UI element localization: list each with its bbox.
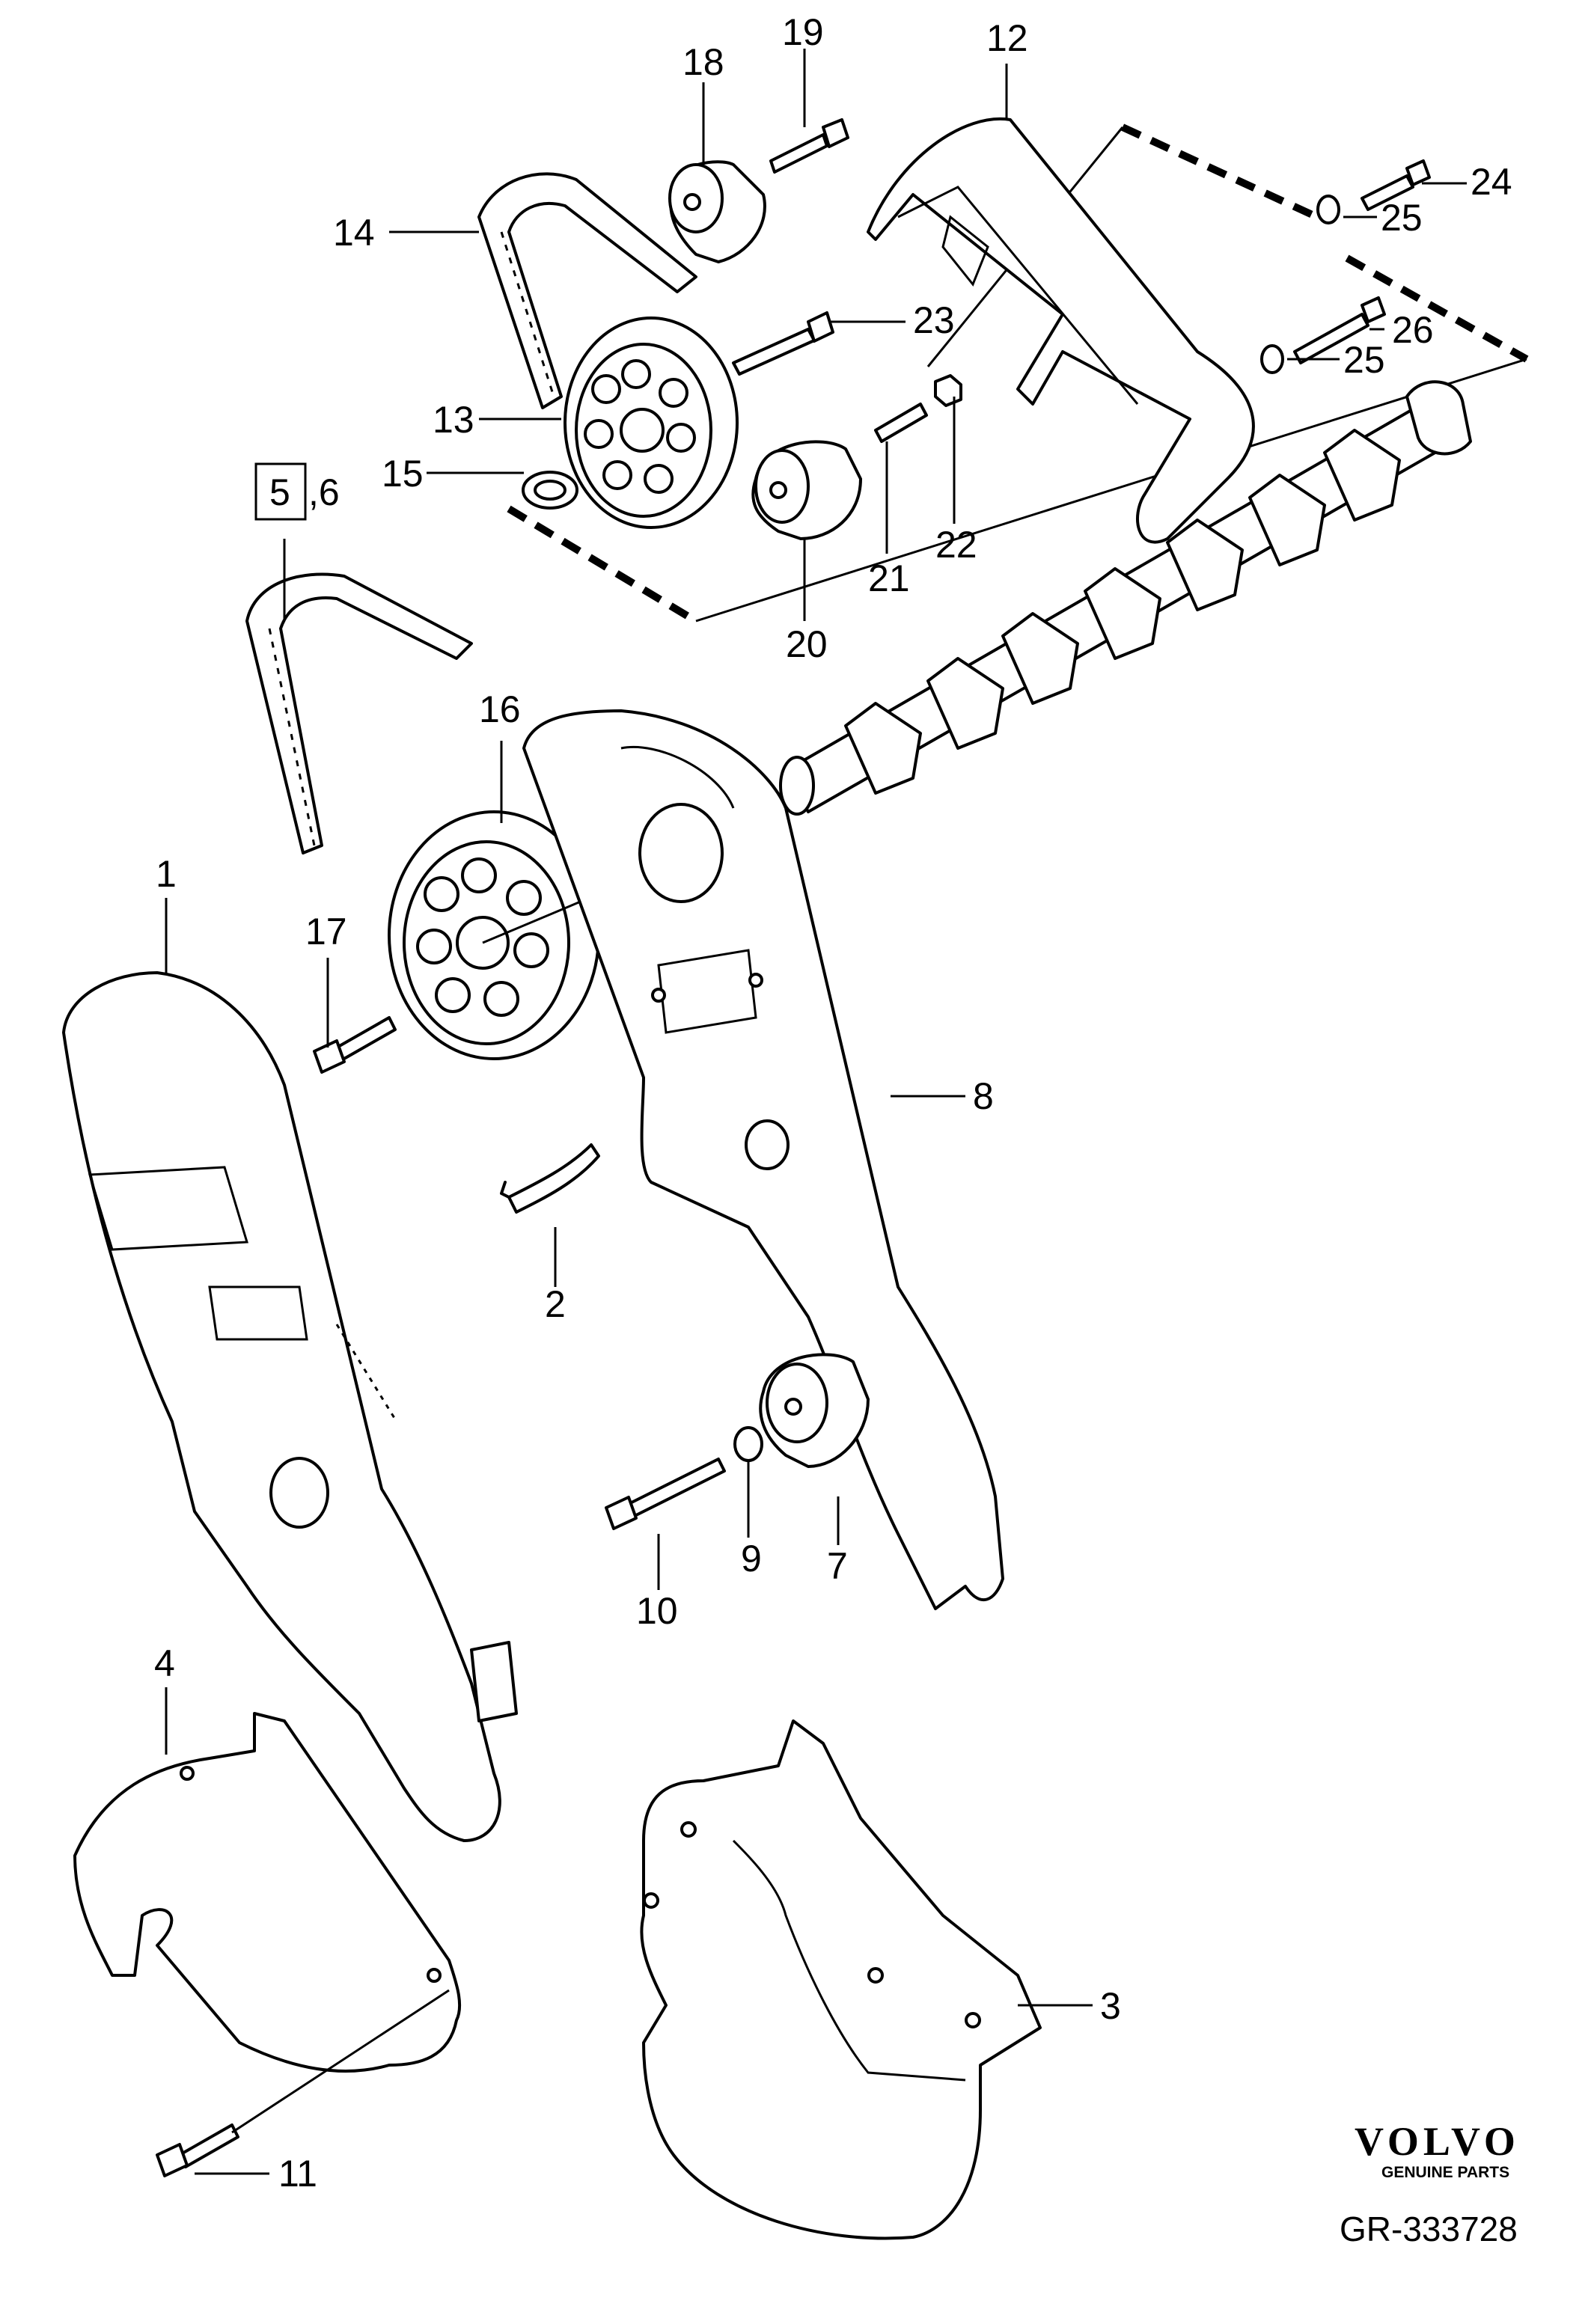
callout-13: 13 — [433, 399, 474, 441]
callout-14: 14 — [333, 212, 375, 254]
callout-25-lower: 25 — [1343, 339, 1385, 381]
nut-22 — [934, 374, 962, 407]
stud-21 — [874, 403, 928, 443]
callout-24: 24 — [1471, 161, 1512, 203]
lower-right-cover — [640, 1719, 1042, 2240]
callout-5: 5 — [269, 471, 290, 513]
washer-25-lower — [1260, 344, 1284, 374]
timing-belt — [245, 572, 473, 854]
logo-text: VOLVO — [1355, 2119, 1520, 2164]
callout-23: 23 — [913, 299, 955, 341]
bolt-24 — [1361, 159, 1431, 211]
callout-22: 22 — [935, 524, 977, 566]
callout-3: 3 — [1100, 1985, 1121, 2027]
seal — [522, 471, 578, 510]
tensioner-pulley — [751, 440, 862, 540]
callout-17: 17 — [305, 911, 347, 952]
callout-12: 12 — [986, 17, 1028, 59]
callout-21: 21 — [868, 557, 910, 599]
volvo-logo: VOLVO GENUINE PARTS — [1355, 2119, 1520, 2181]
camshaft-pulley — [564, 317, 739, 529]
bolt-17 — [313, 1016, 397, 1074]
callout-labels: 1 2 3 4 5 ,6 7 8 9 10 11 12 13 14 15 16 … — [154, 11, 1512, 2195]
callout-15: 15 — [382, 453, 424, 495]
callout-1: 1 — [156, 853, 177, 895]
idler-pulley-lower — [759, 1353, 870, 1468]
assembly-dashed-lines — [507, 123, 1529, 625]
bolt-10 — [605, 1458, 726, 1530]
upper-timing-cover — [867, 117, 1255, 544]
front-timing-cover — [62, 971, 518, 1842]
lower-left-cover — [73, 1712, 462, 2073]
callout-2: 2 — [545, 1283, 566, 1325]
clip — [500, 1143, 600, 1214]
camshaft — [779, 380, 1472, 816]
bolt-19 — [769, 118, 849, 174]
diagram-code: GR-333728 — [1340, 2210, 1518, 2248]
callout-5-box — [254, 462, 307, 521]
callout-18: 18 — [682, 41, 724, 83]
callout-19: 19 — [782, 11, 824, 53]
upper-timing-belt — [477, 172, 697, 409]
crankshaft-pulley — [388, 810, 697, 1060]
washer-9 — [733, 1426, 763, 1462]
callout-8: 8 — [973, 1075, 994, 1117]
callout-20: 20 — [786, 623, 828, 665]
callout-26: 26 — [1392, 309, 1434, 351]
callout-16: 16 — [479, 688, 521, 730]
callout-11: 11 — [278, 2153, 317, 2195]
rear-timing-cover — [522, 709, 1004, 1610]
bolt-23 — [732, 311, 834, 376]
leader-lines — [165, 49, 1467, 2175]
washer-25-upper — [1316, 195, 1340, 224]
callout-5-suffix: ,6 — [308, 471, 340, 513]
bolt-11 — [156, 1989, 450, 2177]
callout-9: 9 — [741, 1538, 762, 1580]
camshaft-lobes — [844, 429, 1401, 795]
callout-7: 7 — [827, 1545, 848, 1587]
logo-subtitle: GENUINE PARTS — [1381, 2164, 1509, 2181]
idler-pulley-upper — [668, 160, 766, 263]
callout-10: 10 — [636, 1590, 678, 1632]
callout-4: 4 — [154, 1642, 175, 1684]
callout-25-upper: 25 — [1381, 197, 1423, 239]
